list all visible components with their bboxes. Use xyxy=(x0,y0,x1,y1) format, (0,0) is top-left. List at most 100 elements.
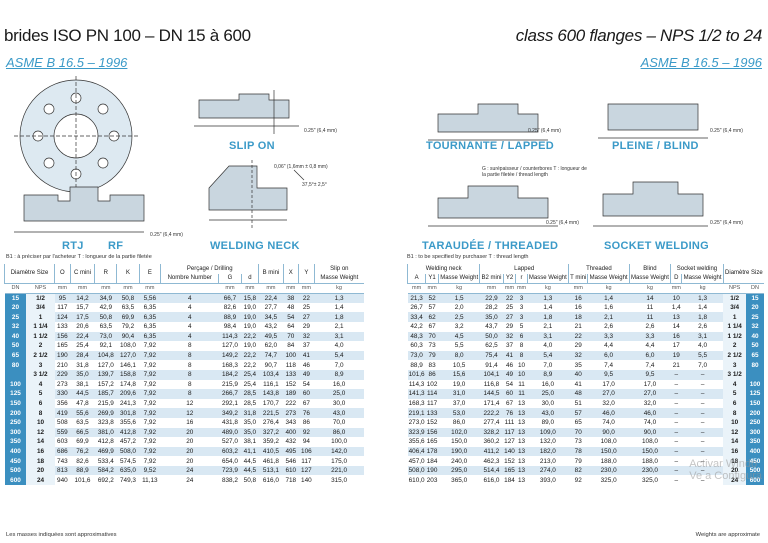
unit: mm xyxy=(241,282,259,294)
table-cell: 749,3 xyxy=(116,475,140,486)
table-cell: 4 xyxy=(160,312,219,322)
table-cell: 1,8 xyxy=(527,312,569,322)
table-cell: 22,2 xyxy=(241,360,259,370)
table-cell: – xyxy=(681,398,724,409)
watermark-line-1: Activar Windo xyxy=(689,458,758,470)
table-cell: 4 xyxy=(160,293,219,303)
table-cell: 3,1 xyxy=(681,331,724,342)
table-cell: 274,0 xyxy=(527,465,569,476)
col-masse: Masse Weight xyxy=(587,273,630,284)
table-cell: 20,6 xyxy=(70,321,95,332)
table-cell: 20 xyxy=(160,427,219,438)
unit: mm xyxy=(425,282,439,294)
table-cell: 5 xyxy=(723,389,747,399)
table-cell: 48 xyxy=(283,302,299,313)
table-cell: 22,9 xyxy=(479,293,504,303)
table-cell: 86,0 xyxy=(314,427,364,438)
table-cell: 292,1 xyxy=(218,398,242,409)
table-cell: 74,7 xyxy=(258,350,283,361)
table-cell: 30,0 xyxy=(527,398,569,409)
unit: kg xyxy=(527,282,569,294)
table-cell: 27,0 xyxy=(587,389,630,399)
table-cell: 9,5 xyxy=(629,369,671,380)
table-cell: 5,56 xyxy=(139,293,161,303)
table-cell: 8,0 xyxy=(438,350,480,361)
table-cell: 210 xyxy=(54,360,71,370)
table-cell: 19,0 xyxy=(241,341,259,351)
table-cell: 2,5 xyxy=(438,312,480,322)
table-cell: 19,0 xyxy=(241,312,259,322)
table-cell: 16 xyxy=(568,302,588,313)
table-cell: 19,0 xyxy=(241,321,259,332)
table-cell: 1 1/4 xyxy=(723,321,747,332)
table-cell: 500 xyxy=(746,465,764,476)
table-cell: 273 xyxy=(54,379,71,390)
watermark-line-2: Ve a Configura xyxy=(689,470,762,482)
table-cell: 559 xyxy=(54,427,71,438)
table-cell: 32 xyxy=(568,350,588,361)
table-cell: 125 xyxy=(4,389,27,399)
unit: mm xyxy=(70,282,95,294)
table-cell: 65 xyxy=(4,350,27,361)
table-cell: 142,0 xyxy=(314,446,364,457)
table-cell: 32,0 xyxy=(629,398,671,409)
table-cell: 150,0 xyxy=(438,437,480,447)
table-cell: 330 xyxy=(54,389,71,399)
table-cell: 266,7 xyxy=(218,389,242,399)
table-cell: 64 xyxy=(283,321,299,332)
col-masse: Masse Weight xyxy=(526,273,569,284)
table-cell: 76,2 xyxy=(70,446,95,457)
table-cell: 156 xyxy=(54,331,71,342)
table-cell: 20 xyxy=(26,465,55,476)
standard-right[interactable]: ASME B 16.5 – 1996 xyxy=(640,55,762,70)
table-cell: 203 xyxy=(425,475,439,486)
table-cell: 29 xyxy=(503,321,516,332)
table-cell: 400 xyxy=(283,427,299,438)
unit-nps: NPS xyxy=(723,282,747,294)
table-cell: 26,7 xyxy=(407,302,426,313)
table-cell: 62,0 xyxy=(258,341,283,351)
table-cell: 2 xyxy=(723,341,747,351)
table-cell: 27 xyxy=(298,312,315,322)
table-cell: 114,3 xyxy=(407,379,426,390)
table-cell: 508,0 xyxy=(407,465,426,476)
table-cell: 79 xyxy=(425,350,439,361)
col-threaded: Threaded xyxy=(568,264,630,274)
footnote-left: B1 : à préciser par l'acheteur T : longu… xyxy=(6,254,152,260)
table-cell: 3 1/2 xyxy=(723,369,747,380)
table-cell: 32 xyxy=(746,321,764,332)
table-cell: 4 xyxy=(26,379,55,390)
table-cell: 184,2 xyxy=(218,369,242,380)
table-cell: 66,7 xyxy=(218,293,242,303)
table-cell: 27 xyxy=(503,312,516,322)
table-cell: 114 xyxy=(425,389,439,399)
col-masse: Masse Weight xyxy=(628,273,671,284)
table-cell: 79 xyxy=(568,456,588,466)
table-cell: 8 xyxy=(160,389,219,399)
unit: mm xyxy=(479,282,504,294)
table-cell: 527,0 xyxy=(218,437,242,447)
table-cell: 7,92 xyxy=(139,341,161,351)
table-cell: 600 xyxy=(746,475,764,486)
table-cell: 50,8 xyxy=(94,312,117,322)
table-cell: 8 xyxy=(160,379,219,390)
standard-left[interactable]: ASME B 16.5 – 1996 xyxy=(6,55,128,70)
table-cell: 5,4 xyxy=(314,350,364,361)
col-k: K xyxy=(116,264,140,284)
table-cell: 88,9 xyxy=(70,465,95,476)
table-cell: 28,4 xyxy=(70,350,95,361)
table-cell: 117 xyxy=(503,427,516,438)
table-cell: 5 xyxy=(515,321,528,332)
table-cell: 514,4 xyxy=(479,465,504,476)
table-cell: 2,6 xyxy=(587,321,630,332)
table-cell: 250 xyxy=(746,417,764,428)
table-cell: – xyxy=(670,389,682,399)
table-cell: 15 xyxy=(4,293,27,303)
label-rtj: RTJ xyxy=(62,240,84,252)
table-cell: – xyxy=(681,417,724,428)
table-cell: 89,0 xyxy=(527,417,569,428)
